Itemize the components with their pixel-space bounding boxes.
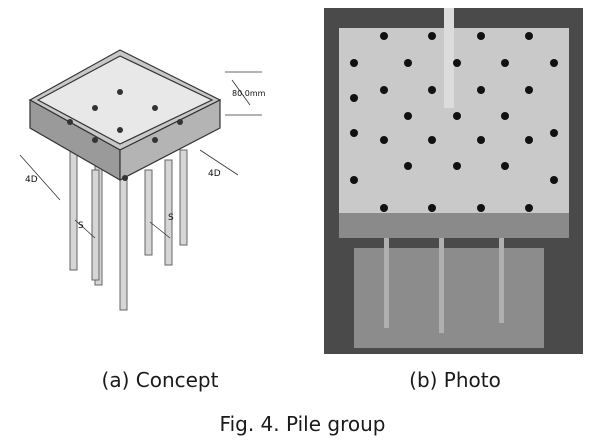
- spacing-left-label: S: [78, 221, 84, 231]
- photo-holes: [350, 32, 558, 212]
- pile-cap: [28, 49, 222, 182]
- pile: [179, 149, 188, 246]
- pile: [144, 169, 153, 256]
- cap-right-face: [119, 99, 221, 181]
- dim-height-label: 80.0mm: [232, 89, 266, 98]
- dim-left-label: 4D: [25, 175, 38, 185]
- concept-drawing: 80.0mm 4D 4D S S: [19, 49, 266, 311]
- photo-panel: [324, 8, 583, 354]
- photo-rods: [384, 238, 504, 333]
- figure-caption: Fig. 4. Pile group: [219, 412, 386, 436]
- spacing-right-label: S: [168, 213, 174, 223]
- panel-a-caption: (a) Concept: [101, 368, 219, 392]
- dimension-lines: [19, 71, 262, 239]
- cap-block-top: [339, 28, 569, 213]
- vertical-rod: [444, 8, 454, 108]
- panel-b-caption: (b) Photo: [409, 368, 501, 392]
- cap-holes: [67, 89, 183, 181]
- cap-inner-top: [36, 55, 214, 145]
- dim-right-label: 4D: [208, 169, 221, 179]
- pile: [119, 164, 128, 311]
- pile: [91, 169, 100, 281]
- pile: [69, 139, 78, 271]
- pile: [164, 159, 173, 266]
- cap-block-side: [339, 213, 569, 238]
- base-plate: [354, 248, 544, 348]
